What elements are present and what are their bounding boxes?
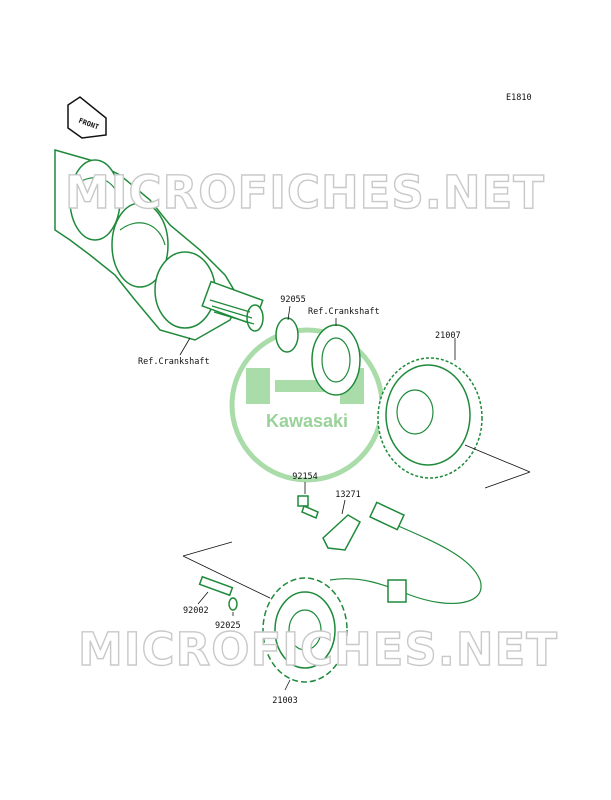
part-label-92002: 92002 bbox=[183, 606, 209, 616]
watermark-bottom: MICROFICHES.NET bbox=[78, 623, 558, 676]
watermark-top: MICROFICHES.NET bbox=[65, 166, 545, 219]
part-label-13271: 13271 bbox=[335, 490, 361, 500]
washer-92025 bbox=[228, 597, 238, 611]
stator-21003 bbox=[262, 577, 348, 683]
diagram-code: E1810 bbox=[506, 93, 532, 103]
oil-seal bbox=[311, 324, 361, 396]
crankshaft-illustration bbox=[54, 149, 264, 341]
o-ring-92055 bbox=[275, 317, 299, 353]
part-label-92154: 92154 bbox=[292, 472, 318, 482]
front-arrow-icon: FRONT bbox=[67, 96, 107, 139]
leader-lines bbox=[179, 305, 531, 691]
ref-label-crankshaft-upper: Ref.Crankshaft bbox=[308, 307, 380, 317]
bolt-92002 bbox=[198, 575, 234, 597]
holder-13271 bbox=[322, 514, 362, 551]
wire-harness bbox=[329, 501, 482, 605]
part-label-21007: 21007 bbox=[435, 331, 461, 341]
part-label-92055: 92055 bbox=[280, 295, 306, 305]
part-label-92025: 92025 bbox=[215, 621, 241, 631]
part-label-21003: 21003 bbox=[272, 696, 298, 706]
rotor-21007 bbox=[377, 357, 483, 479]
ref-label-crankshaft-lower: Ref.Crankshaft bbox=[138, 357, 210, 367]
logo-text: Kawasaki bbox=[266, 411, 348, 431]
bolt-92154 bbox=[297, 495, 319, 520]
